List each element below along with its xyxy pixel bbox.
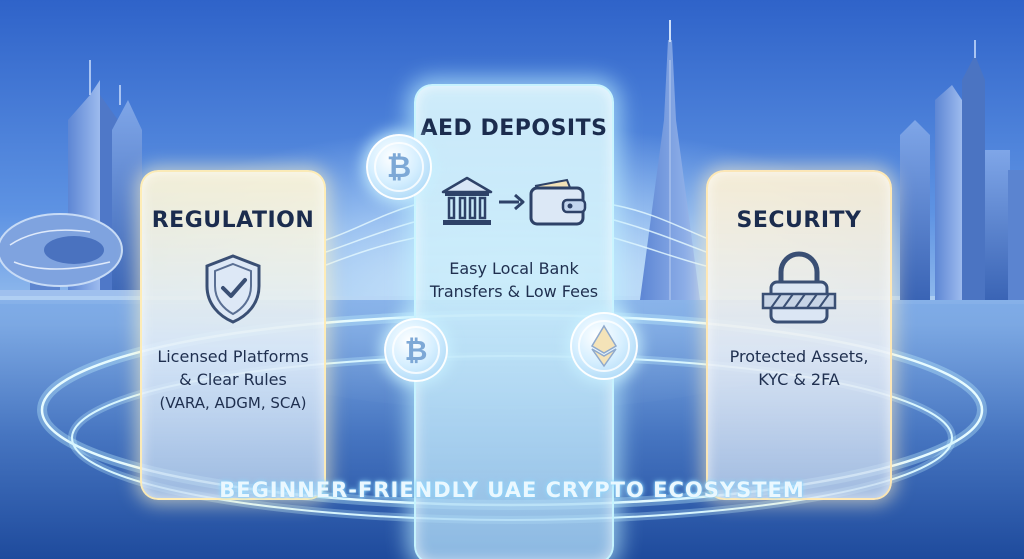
security-card: SECURITY Protected Assets, KYC & 2FA bbox=[706, 170, 892, 500]
security-title: SECURITY bbox=[736, 208, 862, 233]
regulation-line-3: (VARA, ADGM, SCA) bbox=[159, 394, 307, 412]
deposits-line-1: Easy Local Bank bbox=[449, 259, 579, 278]
bitcoin-coin-icon: ₿ bbox=[384, 318, 448, 382]
burj-khalifa bbox=[640, 20, 700, 300]
ethereum-coin-icon bbox=[570, 312, 638, 380]
wallet-icon bbox=[529, 178, 587, 226]
shield-check-icon bbox=[201, 252, 265, 328]
svg-text:₿: ₿ bbox=[405, 334, 428, 367]
right-towers bbox=[900, 40, 1024, 300]
arrow-right-icon bbox=[499, 193, 525, 211]
ecosystem-tagline: BEGINNER-FRIENDLY UAE CRYPTO ECOSYSTEM bbox=[219, 478, 805, 502]
regulation-line-1: Licensed Platforms bbox=[157, 347, 309, 366]
security-line-2: KYC & 2FA bbox=[758, 370, 840, 389]
regulation-line-2: & Clear Rules bbox=[179, 370, 287, 389]
bank-icon bbox=[441, 176, 493, 225]
padlock-icon bbox=[761, 250, 837, 330]
svg-text:₿: ₿ bbox=[387, 150, 411, 185]
bank-to-wallet-icon bbox=[439, 174, 589, 234]
regulation-card: REGULATION Licensed Platforms & Clear Ru… bbox=[140, 170, 326, 500]
light-streams bbox=[325, 204, 707, 267]
security-line-1: Protected Assets, bbox=[729, 347, 869, 366]
bitcoin-coin-icon: ₿ bbox=[366, 134, 432, 200]
museum-of-the-future bbox=[0, 213, 123, 287]
regulation-title: REGULATION bbox=[151, 208, 315, 233]
deposits-title: AED DEPOSITS bbox=[420, 116, 608, 141]
deposits-line-2: Transfers & Low Fees bbox=[429, 282, 599, 301]
